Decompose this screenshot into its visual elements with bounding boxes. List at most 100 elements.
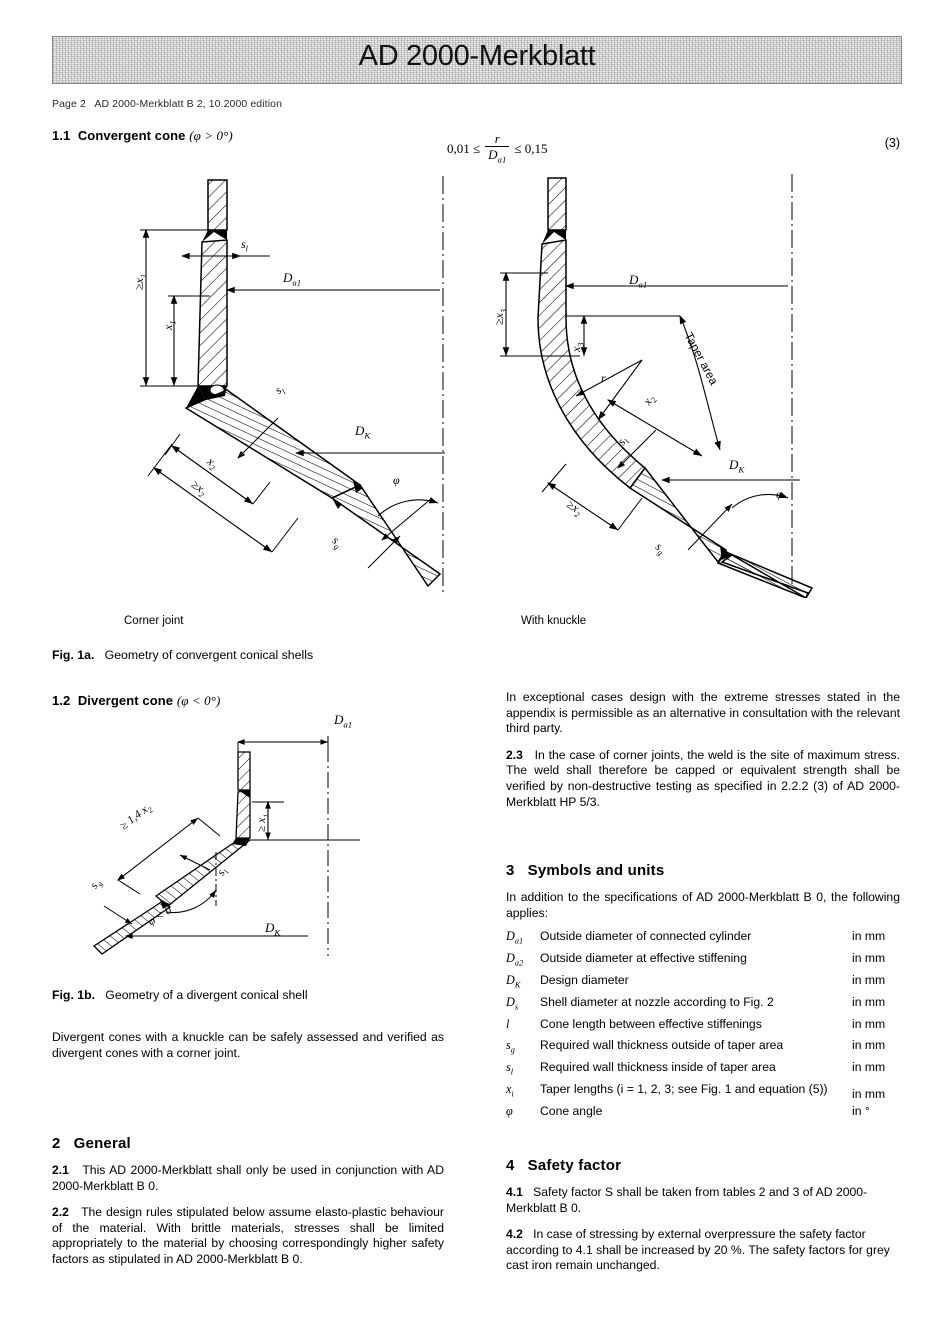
document-title: AD 2000-Merkblatt xyxy=(358,40,596,72)
paragraph-2-1-text: This AD 2000-Merkblatt shall only be use… xyxy=(52,1163,444,1193)
heading-section-4: 4 Safety factor xyxy=(506,1157,900,1174)
label-d-a1-fig-1b: Da1 xyxy=(334,712,353,730)
equation-3-left: 0,01 ≤ xyxy=(447,141,481,157)
label-r-right-fig: r xyxy=(601,371,606,385)
figure-1a-knuckle-drawing xyxy=(470,168,830,598)
paragraph-4-2-number: 4.2 xyxy=(506,1227,523,1242)
label-phi-left-fig: φ xyxy=(393,473,400,487)
paragraph-2-2-number: 2.2 xyxy=(52,1205,69,1220)
label-phi-right-fig: φ xyxy=(776,487,783,501)
figure-1a-corner-joint-drawing xyxy=(110,168,460,598)
symbol-cell: sl xyxy=(506,1060,514,1077)
paragraph-2-1: 2.1 This AD 2000-Merkblatt shall only be… xyxy=(52,1163,444,1194)
figure-1a-caption-text: Geometry of convergent conical shells xyxy=(104,648,314,662)
fraction-bar xyxy=(485,146,510,147)
paragraph-2-3: 2.3 In the case of corner joints, the we… xyxy=(506,748,900,810)
symbol-unit: in mm xyxy=(852,951,886,966)
heading-section-1-1: 1.1 Convergent cone (φ > 0°) xyxy=(52,128,233,144)
paragraph-4-2: 4.2 In case of stressing by external ove… xyxy=(506,1227,900,1274)
table-row: Ds Shell diameter at nozzle according to… xyxy=(506,994,900,1016)
paragraph-4-1: 4.1 Safety factor S shall be taken from … xyxy=(506,1185,900,1216)
divergent-note-paragraph: Divergent cones with a knuckle can be sa… xyxy=(52,1030,444,1060)
table-row: Da2 Outside diameter at effective stiffe… xyxy=(506,950,900,972)
section-2-title: General xyxy=(73,1135,131,1152)
label-d-k-left-fig: DK xyxy=(355,423,371,441)
symbol-description: Taper lengths (i = 1, 2, 3; see Fig. 1 a… xyxy=(540,1082,828,1097)
label-d-a1-left-fig: Da1 xyxy=(283,270,302,288)
left-column: Divergent cones with a knuckle can be sa… xyxy=(52,1030,444,1072)
heading-section-2: 2 General xyxy=(52,1135,444,1152)
right-column: In exceptional cases design with the ext… xyxy=(506,690,900,821)
paragraph-2-1-number: 2.1 xyxy=(52,1163,69,1177)
symbol-cell: Da1 xyxy=(506,929,524,946)
heading-section-3: 3 Symbols and units xyxy=(506,862,900,879)
symbol-unit: in mm xyxy=(852,1016,886,1031)
symbol-cell: xi xyxy=(506,1082,514,1099)
page-header-line: Page 2 AD 2000-Merkblatt B 2, 10.2000 ed… xyxy=(52,98,283,110)
figure-1a-caption: Fig. 1a. Geometry of convergent conical … xyxy=(52,648,313,662)
symbol-description: Shell diameter at nozzle according to Fi… xyxy=(540,994,774,1009)
symbol-description: Outside diameter of connected cylinder xyxy=(540,929,752,944)
symbol-cell: Da2 xyxy=(506,951,524,968)
table-row: DK Design diameter in mm xyxy=(506,972,900,994)
symbol-cell: Ds xyxy=(506,994,519,1012)
section-3-block: 3 Symbols and units In addition to the s… xyxy=(506,862,900,1125)
equation-3-number: (3) xyxy=(884,136,900,150)
equation-3-expression: 0,01 ≤ r Da1 ≤ 0,15 xyxy=(447,132,548,167)
symbol-description: Required wall thickness inside of taper … xyxy=(540,1060,776,1075)
label-ge-x1-left-fig: ≥x1 xyxy=(132,274,149,290)
section-1-2-condition: (φ < 0°) xyxy=(176,693,221,708)
paragraph-2-2: 2.2 The design rules stipulated below as… xyxy=(52,1205,444,1267)
label-s-l-left-fig: sl xyxy=(241,237,248,254)
equation-3-right: ≤ 0,15 xyxy=(514,141,548,157)
label-d-k-fig-1b: DK xyxy=(265,920,281,938)
table-row: Da1 Outside diameter of connected cylind… xyxy=(506,928,900,950)
symbol-description: Outside diameter at effective stiffening xyxy=(540,951,747,966)
section-2-block: 2 General 2.1 This AD 2000-Merkblatt sha… xyxy=(52,1135,444,1279)
symbol-unit: in mm xyxy=(852,1060,886,1075)
symbol-unit: in mm xyxy=(852,972,886,987)
section-3-intro: In addition to the specifications of AD … xyxy=(506,890,900,920)
table-row: φ Cone angle in ° xyxy=(506,1103,900,1125)
paragraph-4-1-text: Safety factor S shall be taken from tabl… xyxy=(506,1185,868,1215)
section-4-block: 4 Safety factor 4.1 Safety factor S shal… xyxy=(506,1157,900,1285)
figure-1b-caption: Fig. 1b. Geometry of a divergent conical… xyxy=(52,988,308,1002)
section-3-title: Symbols and units xyxy=(527,862,665,879)
table-row: xi Taper lengths (i = 1, 2, 3; see Fig. … xyxy=(506,1081,900,1103)
label-ge-x1-fig-1b: ≥ x1 xyxy=(256,813,271,832)
figure-1b-drawing xyxy=(60,710,440,960)
section-2-number: 2 xyxy=(52,1135,61,1152)
label-ge-x3-right-fig: ≥x3 xyxy=(492,309,509,325)
section-1-1-condition: (φ > 0°) xyxy=(189,128,233,143)
symbol-unit: in mm xyxy=(852,1086,886,1101)
symbol-unit: in mm xyxy=(852,994,886,1009)
section-4-number: 4 xyxy=(506,1157,515,1174)
caption-corner-joint: Corner joint xyxy=(124,615,184,627)
symbol-cell: φ xyxy=(506,1103,513,1118)
label-x1-left-fig: x1 xyxy=(161,320,178,330)
paragraph-4-1-number: 4.1 xyxy=(506,1185,523,1199)
figure-1a-caption-label: Fig. 1a. xyxy=(52,648,95,662)
symbol-cell: l xyxy=(506,1016,510,1031)
label-x3-right-fig: x3 xyxy=(569,342,586,352)
equation-3-numerator: r xyxy=(494,131,500,146)
figure-1b-caption-text: Geometry of a divergent conical shell xyxy=(105,988,308,1002)
symbol-unit: in mm xyxy=(852,929,886,944)
paragraph-2-2-text: The design rules stipulated below assume… xyxy=(52,1205,444,1266)
section-1-1-number: 1.1 xyxy=(52,128,71,143)
symbol-description: Design diameter xyxy=(540,972,629,987)
symbol-unit: in ° xyxy=(852,1103,870,1118)
symbol-unit: in mm xyxy=(852,1038,886,1053)
figure-1b-caption-label: Fig. 1b. xyxy=(52,988,96,1002)
equation-3-fraction: r Da1 xyxy=(485,131,510,167)
equation-3-block: 0,01 ≤ r Da1 ≤ 0,15 (3) xyxy=(447,128,900,168)
section-3-number: 3 xyxy=(506,862,515,879)
table-row: sl Required wall thickness inside of tap… xyxy=(506,1059,900,1081)
symbol-description: Required wall thickness outside of taper… xyxy=(540,1038,784,1053)
caption-with-knuckle: With knuckle xyxy=(521,615,587,627)
section-4-title: Safety factor xyxy=(527,1157,622,1174)
paragraph-2-3-text: In the case of corner joints, the weld i… xyxy=(506,747,900,809)
symbol-cell: sg xyxy=(506,1038,515,1055)
intro-paragraph: In exceptional cases design with the ext… xyxy=(506,690,900,736)
